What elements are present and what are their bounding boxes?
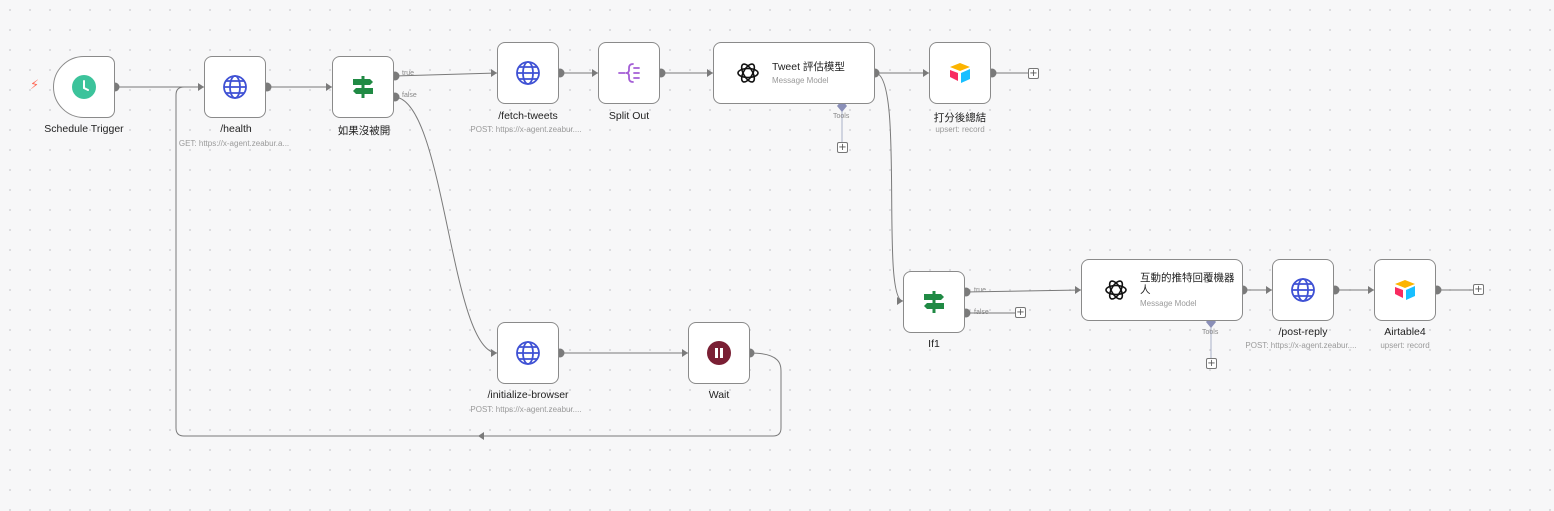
split-icon (615, 59, 643, 87)
add-tool-button[interactable]: + (837, 142, 848, 153)
clock-icon (70, 73, 98, 101)
globe-icon (1289, 276, 1317, 304)
edge-if1-true-reply (964, 289, 1082, 293)
node-label: Wait (708, 389, 730, 401)
signpost-icon (349, 73, 377, 101)
node-subtitle: POST: https://x-agent.zeabur.... (470, 125, 582, 134)
node-subtitle: POST: https://x-agent.zeabur.... (470, 405, 582, 414)
add-tool-button[interactable]: + (1206, 358, 1217, 369)
pause-icon (705, 339, 733, 367)
node-title: Tweet 評估模型 (772, 61, 845, 73)
port-false-label: false (402, 92, 417, 99)
node-label: 如果沒被開 (337, 125, 391, 137)
tools-label: Tools (833, 113, 850, 120)
node-subtitle: Message Model (1140, 299, 1197, 308)
globe-icon (514, 339, 542, 367)
node-label: /fetch-tweets (498, 110, 558, 122)
signpost-icon (920, 288, 948, 316)
node-wait[interactable] (688, 322, 750, 384)
node-label: /initialize-browser (487, 389, 569, 401)
node-subtitle: Message Model (772, 76, 829, 85)
node-label: If1 (928, 338, 940, 350)
node-initialize-browser[interactable] (497, 322, 559, 384)
edge-if-true-fetch (393, 72, 498, 77)
globe-icon (514, 59, 542, 87)
node-title: 互動的推特回覆機器 (1140, 272, 1235, 284)
node-reply-bot[interactable]: 互動的推特回覆機器 人 Message Model (1081, 259, 1243, 321)
edge-model-if1 (874, 72, 904, 302)
node-label: 打分後總結 (933, 112, 987, 124)
node-label: Split Out (608, 110, 650, 122)
node-fetch-tweets[interactable] (497, 42, 559, 104)
node-post-reply[interactable] (1272, 259, 1334, 321)
node-split-out[interactable] (598, 42, 660, 104)
node-subtitle: GET: https://x-agent.zeabur.a... (178, 139, 290, 148)
trigger-bolt-icon: ⚡ (30, 78, 40, 93)
node-score-summary[interactable] (929, 42, 991, 104)
port-true-label: true (974, 287, 987, 294)
edge-wait-loop (175, 86, 782, 437)
node-label: Schedule Trigger (44, 123, 124, 135)
node-title-line2: 人 (1140, 284, 1151, 296)
node-schedule-trigger[interactable] (53, 56, 115, 118)
tools-label: Tools (1202, 329, 1219, 336)
node-health[interactable] (204, 56, 266, 118)
add-node-button[interactable]: + (1015, 307, 1026, 318)
node-subtitle: POST: https://x-agent.zeabur.... (1245, 341, 1357, 350)
globe-icon (221, 73, 249, 101)
node-label: /health (220, 123, 252, 135)
node-label: Airtable4 (1384, 326, 1426, 338)
node-tweet-model[interactable]: Tweet 評估模型 Message Model (713, 42, 875, 104)
add-node-button[interactable]: + (1473, 284, 1484, 295)
loop-arrow-icon (478, 432, 484, 440)
node-if1[interactable] (903, 271, 965, 333)
node-airtable4[interactable] (1374, 259, 1436, 321)
port-false-label: false (974, 309, 989, 316)
node-subtitle: upsert: record (1380, 341, 1430, 350)
add-node-button[interactable]: + (1028, 68, 1039, 79)
openai-icon (1102, 276, 1130, 304)
airtable-icon (946, 59, 974, 87)
node-label: /post-reply (1278, 326, 1328, 338)
port-true-label: true (402, 70, 415, 77)
edge-if-false-init (393, 96, 498, 354)
node-subtitle: upsert: record (935, 125, 985, 134)
node-if-not-open[interactable] (332, 56, 394, 118)
airtable-icon (1391, 276, 1419, 304)
openai-icon (734, 59, 762, 87)
